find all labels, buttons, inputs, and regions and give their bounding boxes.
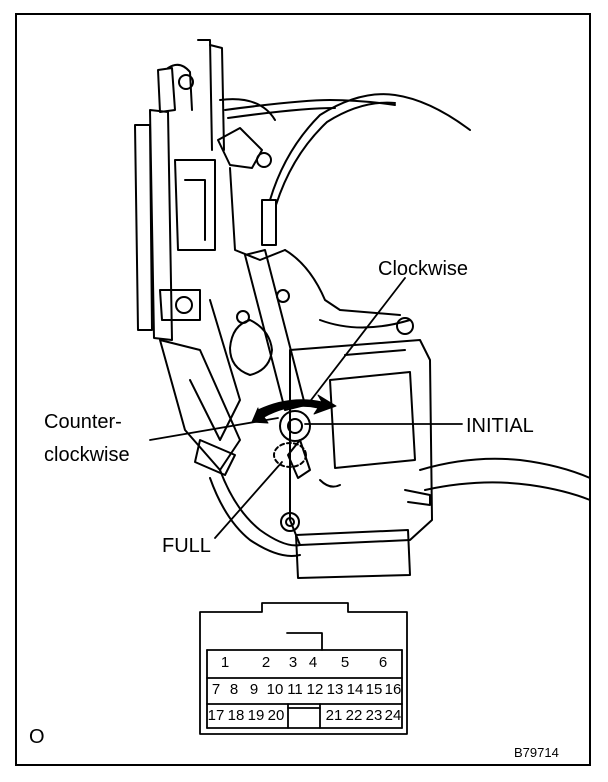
figure-frame [15,13,591,766]
pin-label: 8 [229,681,239,698]
counterclockwise-label-line1: Counter- [44,411,122,433]
mounting-plate [134,39,225,341]
leader-lines [149,277,463,539]
initial-label: INITIAL [466,415,534,437]
cables [209,93,591,557]
pin-label: 23 [365,707,383,724]
pin-label: 18 [227,707,245,724]
pin-label: 11 [287,681,303,698]
lever-arm [159,249,306,476]
pin-label: 12 [306,681,324,698]
pin-label: 6 [378,654,388,671]
pin-label: 21 [325,707,343,724]
counterclockwise-label-line2: clockwise [44,444,130,466]
pin-label: 10 [266,681,284,698]
connector-face [199,602,408,735]
figure-code: B79714 [514,745,559,760]
pin-label: 7 [211,681,221,698]
pin-label: 20 [267,707,285,724]
pin-label: 4 [308,654,318,671]
full-label: FULL [162,535,211,557]
pin-label: 17 [207,707,225,724]
pin-label: 14 [346,681,364,698]
pin-label: 19 [247,707,265,724]
pin-label: 1 [220,654,230,671]
pin-label: 13 [326,681,344,698]
corner-mark: O [29,726,45,748]
actuator-housing [280,339,433,579]
pin-label: 5 [340,654,350,671]
pin-label: 16 [384,681,402,698]
pin-label: 3 [288,654,298,671]
pin-label: 9 [249,681,259,698]
pin-label: 22 [345,707,363,724]
pin-label: 24 [384,707,402,724]
pin-label: 2 [261,654,271,671]
rotation-arrow [251,394,337,424]
pivot-shaft [273,410,311,479]
pin-label: 15 [365,681,383,698]
clockwise-label: Clockwise [378,258,469,280]
